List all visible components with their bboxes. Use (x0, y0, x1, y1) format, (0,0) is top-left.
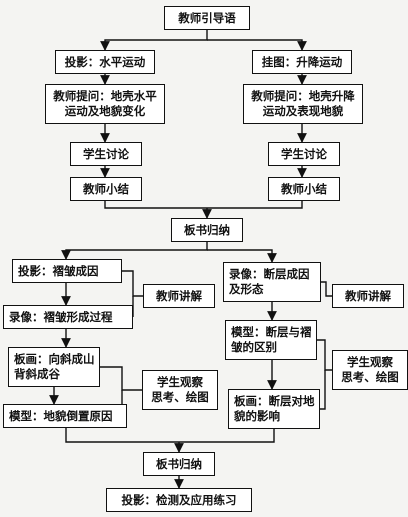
node-model-fault-vs-fold-label: 模型：断层与褶 皱的区别 (231, 325, 312, 354)
node-question-horizontal: 教师提问：地壳水平 运动及地貌变化 (45, 84, 165, 124)
node-final-practice: 投影：检测及应用练习 (106, 488, 252, 512)
node-proj-horizontal: 投影：水平运动 (55, 50, 155, 74)
node-video-fault-cause: 录像：断层成因 及形态 (223, 262, 321, 302)
arrow-board-to-fold (61, 242, 208, 260)
node-video-fold-process-label: 录像：褶皱形成过程 (9, 309, 113, 324)
node-discuss-left-label: 学生讨论 (83, 146, 129, 161)
node-chart-vertical-label: 挂图：升降运动 (261, 54, 343, 69)
node-observe-right-label: 学生观察 思考、绘图 (341, 355, 399, 384)
line-observe-to-board (320, 370, 326, 410)
node-question-vertical-label: 教师提问：地壳升降 运动及表现地貌 (251, 89, 355, 118)
node-observe-left: 学生观察 思考、绘图 (142, 370, 218, 410)
line-fault-to-explain (321, 281, 332, 297)
node-discuss-right: 学生讨论 (268, 142, 340, 166)
line-fold-proj-to-explain (122, 270, 143, 297)
node-summary-right: 教师小结 (268, 177, 340, 201)
node-proj-fold-cause-label: 投影：褶皱成因 (18, 263, 99, 278)
arrow-board-to-fault (207, 249, 277, 263)
line-model-to-observe (317, 339, 332, 371)
node-proj-horizontal-label: 投影：水平运动 (64, 54, 146, 69)
node-model-inversion-label: 模型：地貌倒置原因 (9, 408, 113, 423)
node-proj-fold-cause: 投影：褶皱成因 (12, 259, 122, 283)
node-observe-right: 学生观察 思考、绘图 (332, 350, 408, 390)
node-chart-vertical: 挂图：升降运动 (252, 50, 352, 74)
node-summary-left-label: 教师小结 (83, 181, 129, 196)
node-discuss-right-label: 学生讨论 (281, 146, 327, 161)
node-board-summary-1: 板书归纳 (171, 218, 243, 242)
node-explain-left-label: 教师讲解 (156, 288, 202, 303)
node-board-fault-effect-label: 板画：断层对地 貌的影响 (234, 394, 315, 423)
arrow-intro-to-projection (100, 30, 208, 51)
node-intro-label: 教师引导语 (178, 10, 236, 25)
node-explain-left: 教师讲解 (143, 284, 215, 308)
node-observe-left-label: 学生观察 思考、绘图 (151, 375, 209, 404)
node-model-inversion: 模型：地貌倒置原因 (3, 404, 127, 428)
node-board-syncline: 板画：向斜成山 背斜成谷 (8, 347, 100, 387)
line-merge-clusters (65, 428, 275, 443)
node-intro: 教师引导语 (164, 6, 250, 30)
node-summary-left: 教师小结 (70, 177, 142, 201)
node-discuss-left: 学生讨论 (70, 142, 142, 166)
node-board-syncline-label: 板画：向斜成山 背斜成谷 (14, 352, 95, 381)
node-final-practice-label: 投影：检测及应用练习 (121, 492, 237, 507)
node-question-horizontal-label: 教师提问：地壳水平 运动及地貌变化 (53, 89, 157, 118)
node-board-summary-2: 板书归纳 (143, 452, 215, 476)
line-syncline-to-observe (100, 366, 142, 391)
node-model-fault-vs-fold: 模型：断层与褶 皱的区别 (225, 320, 317, 360)
node-explain-right: 教师讲解 (332, 284, 404, 308)
node-explain-right-label: 教师讲解 (345, 288, 391, 303)
node-video-fault-cause-label: 录像：断层成因 及形态 (229, 267, 310, 296)
node-video-fold-process: 录像：褶皱形成过程 (3, 305, 133, 329)
node-board-fault-effect: 板画：断层对地 貌的影响 (228, 389, 320, 429)
node-question-vertical: 教师提问：地壳升降 运动及表现地貌 (243, 84, 363, 124)
node-summary-right-label: 教师小结 (281, 181, 327, 196)
node-board-summary-2-label: 板书归纳 (156, 456, 202, 471)
node-board-summary-1-label: 板书归纳 (184, 222, 230, 237)
line-merge-summaries (104, 201, 303, 209)
arrow-intro-to-wallchart (207, 39, 307, 51)
